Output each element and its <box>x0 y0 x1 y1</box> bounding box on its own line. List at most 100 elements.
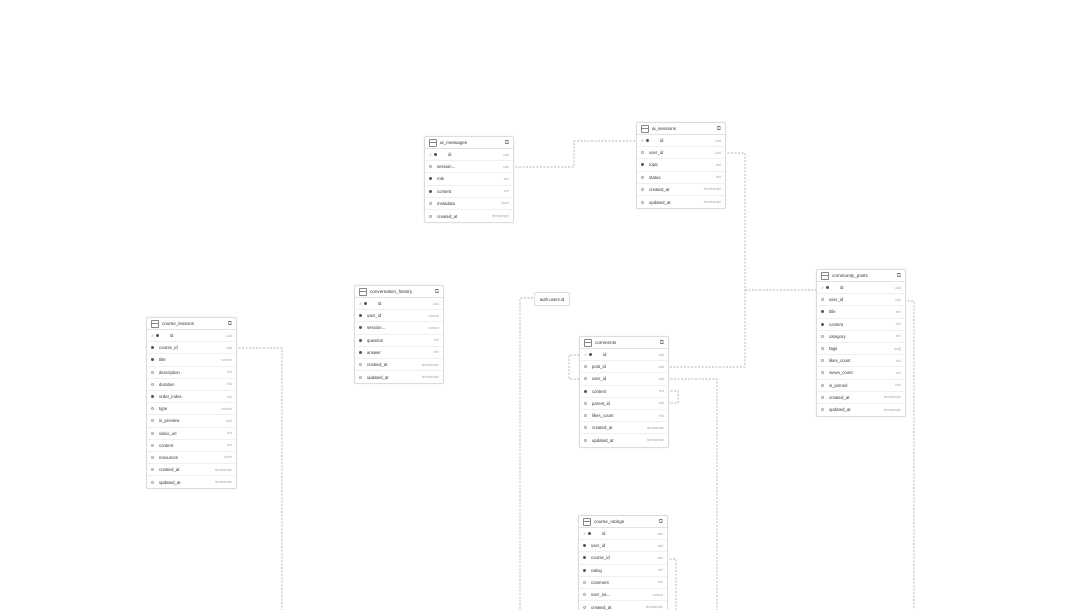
table-header[interactable]: conversation_history⧉ <box>355 286 443 298</box>
column-name: user_id <box>592 376 607 382</box>
table-name: course_ratings <box>594 519 625 524</box>
table-header[interactable]: comments⧉ <box>580 337 668 349</box>
table-header[interactable]: community_posts⧉ <box>817 270 905 282</box>
external-link-icon[interactable]: ⧉ <box>227 320 232 327</box>
table-header[interactable]: course_ratings ⧉ <box>579 516 667 528</box>
external-link-icon[interactable]: ⧉ <box>658 518 663 525</box>
table-header[interactable]: course_lessons⧉ <box>147 318 236 330</box>
key-icon: ✓ <box>429 152 433 158</box>
nullable-dot <box>583 580 586 584</box>
external-link-icon[interactable]: ⧉ <box>896 272 901 279</box>
external-reference-node[interactable]: auth.users.id <box>534 292 570 306</box>
external-link-icon[interactable]: ⧉ <box>434 288 439 295</box>
relationship-edge <box>235 347 283 610</box>
column-row[interactable]: session...varchar <box>355 322 443 335</box>
column-marker <box>151 407 159 411</box>
not-null-dot <box>821 322 824 326</box>
table-header[interactable]: ai_sessions⧉ <box>637 123 725 135</box>
column-type: text <box>503 189 509 194</box>
external-link-icon[interactable]: ⧉ <box>716 125 721 132</box>
external-link-icon[interactable]: ⧉ <box>504 139 509 146</box>
external-reference-label: auth.users.id <box>539 296 565 302</box>
nullable-dot <box>584 377 587 381</box>
column-type: uuid <box>225 345 232 350</box>
column-row[interactable]: user_na...varchar <box>579 589 667 602</box>
external-link-icon[interactable]: ⧉ <box>659 339 664 346</box>
key-icon: ✓ <box>359 301 363 307</box>
column-marker <box>151 382 159 386</box>
nullable-dot <box>821 359 824 363</box>
column-row[interactable]: session...uuid <box>425 161 513 174</box>
column-name: title <box>159 357 166 363</box>
not-null-dot <box>646 139 650 143</box>
nullable-dot <box>821 334 824 338</box>
column-name: id <box>840 285 844 291</box>
table-header[interactable]: ai_messages⧉ <box>425 137 513 149</box>
column-name: role <box>437 176 445 182</box>
